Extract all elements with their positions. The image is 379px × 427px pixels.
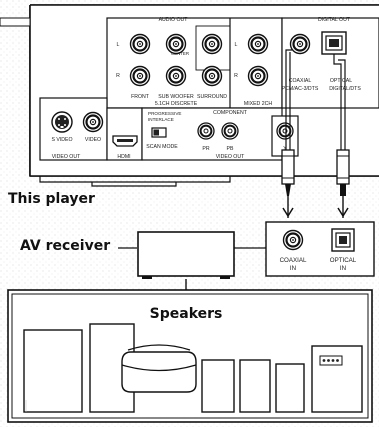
video-out-label: VIDEO OUT [52,154,81,160]
coaxial-cable [281,49,295,218]
video-out-label-2: VIDEO OUT [216,154,245,160]
coaxial-in-label: COAXIAL [280,257,307,264]
interlace-label: INTERLACE [148,117,174,122]
center-label: CENTER [171,51,189,56]
pcm-label: PCM/AC-3/DTS [282,86,319,92]
surround-label: SURROUND [197,94,227,100]
receiver-inputs-panel [265,221,375,277]
pr-label: PR [202,146,209,152]
optical-cable [333,54,350,218]
coaxial-label: COAXIAL [289,78,312,84]
video-label: VIDEO [85,137,101,143]
coaxial-out-jack [289,33,311,55]
optical-out-jack [321,31,347,55]
right-channel-label: R [116,73,120,79]
right-channel-label-2: R [234,73,238,79]
speaker-surround-right [239,359,271,413]
hdmi-port [112,135,138,147]
sub-woofer-label: SUB WOOFER [158,94,194,100]
this-player-label: This player [8,191,95,207]
optical-in-jack [331,228,355,252]
digital-out-section [281,17,379,109]
digital-out-label: DIGITAL OUT [318,17,351,23]
player-back-panel: AUDIO OUT CENTER L R L R FRONT SUB WOOFE… [0,4,379,187]
discrete-label: 5.1CH DISCRETE [155,101,198,107]
front-label: FRONT [131,94,150,100]
speakers-label: Speakers [150,306,223,322]
pb-jack [221,122,239,140]
composite-video-jack [82,111,104,133]
progressive-label: PROGRESSIVE [148,111,181,116]
speaker-extra [275,363,305,413]
subwoofer [311,345,363,413]
scan-mode-label: SCAN MODE [146,144,178,150]
left-channel-label-2: L [235,42,238,48]
y-label: Y [283,146,287,152]
scan-mode-switch[interactable] [151,127,167,138]
s-video-label: S VIDEO [51,137,72,143]
front-left-jack [129,33,151,55]
optical-in-label-2: IN [340,265,346,272]
coaxial-in-jack [282,229,304,251]
mixed-right-jack [247,65,269,87]
left-channel-label: L [117,42,120,48]
surround-left-jack [201,33,223,55]
sub-woofer-jack [165,33,187,55]
surround-right-jack [201,65,223,87]
s-video-jack [51,111,73,133]
av-receiver-label: AV receiver [20,238,110,254]
coaxial-in-label-2: IN [290,265,296,272]
speaker-front-left [23,329,83,413]
speaker-center [121,344,197,393]
front-right-jack [129,65,151,87]
pb-label: PB [227,146,234,152]
mixed-left-jack [247,33,269,55]
av-receiver [137,231,235,279]
hdmi-section [106,107,143,161]
pr-jack [197,122,215,140]
component-label: COMPONENT [213,110,248,116]
optical-in-label: OPTICAL [330,257,357,264]
mixed-2ch-label: MIXED 2CH [244,101,273,107]
audio-out-label: AUDIO OUT [159,17,189,23]
hdmi-label: HDMI [117,154,130,160]
speaker-surround-left [201,359,235,413]
center-jack [165,65,187,87]
